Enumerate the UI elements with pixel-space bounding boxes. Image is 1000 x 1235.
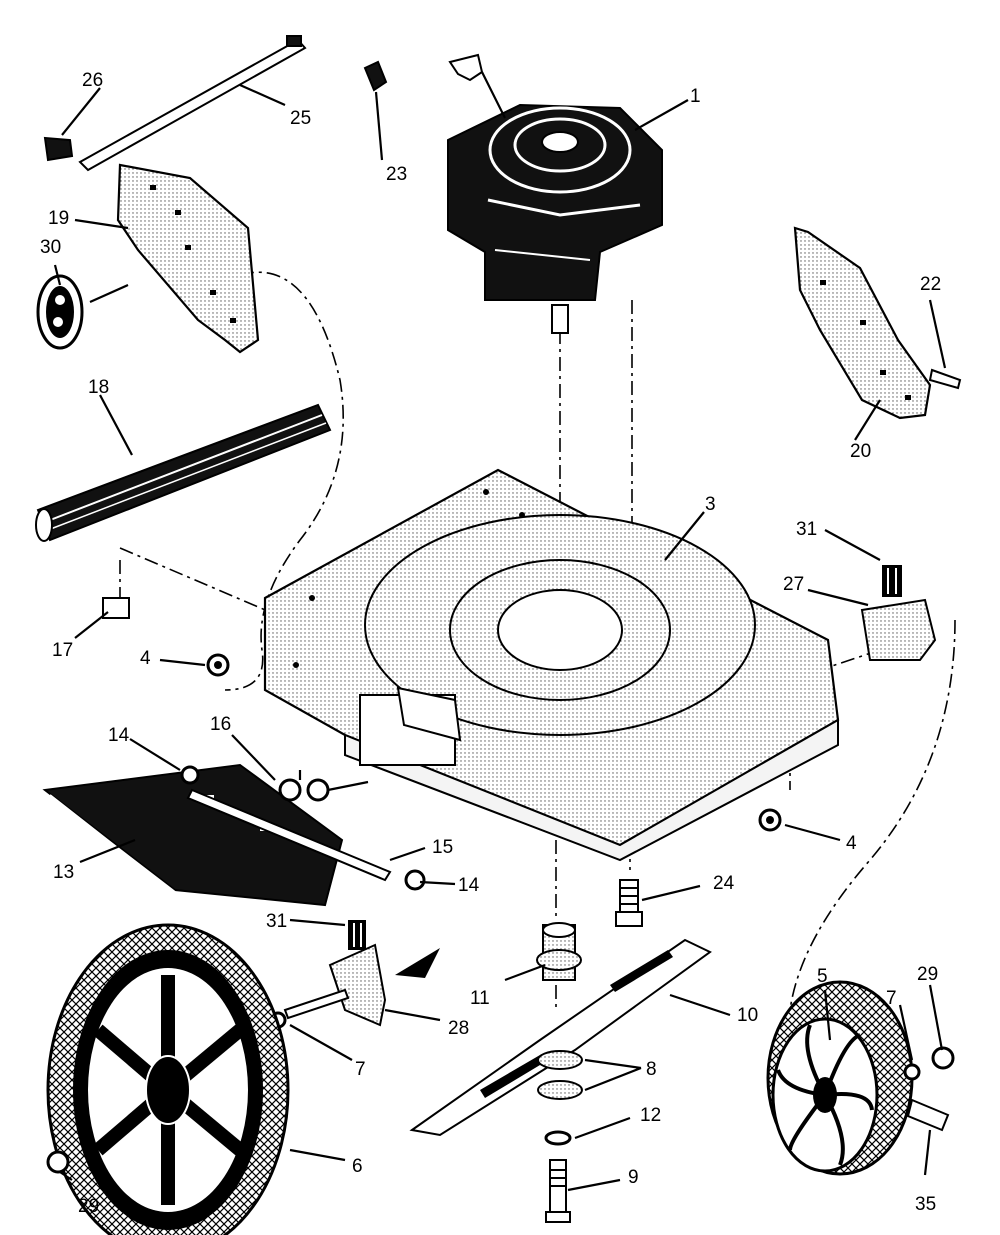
callout-24: 24 bbox=[713, 873, 735, 894]
handle-bar-part bbox=[43, 35, 307, 172]
wheel-washer-7-right-part bbox=[903, 1063, 921, 1081]
callout-4-right: 4 bbox=[846, 833, 857, 854]
roller-clip-part bbox=[102, 597, 130, 619]
callout-7-left: 7 bbox=[355, 1059, 366, 1080]
throttle-control-part bbox=[363, 53, 506, 119]
rear-roller-part bbox=[35, 403, 332, 542]
callout-30: 30 bbox=[40, 237, 61, 258]
blade-bolt-part bbox=[545, 1159, 571, 1223]
callout-7-right: 7 bbox=[886, 988, 897, 1009]
callout-15: 15 bbox=[432, 837, 453, 858]
callout-31-left: 31 bbox=[266, 911, 287, 932]
engine-part bbox=[447, 103, 663, 334]
large-wheel-part bbox=[46, 923, 290, 1235]
callout-29-left: 29 bbox=[78, 1196, 99, 1217]
hubcap-35-part bbox=[906, 1098, 950, 1132]
callout-3: 3 bbox=[705, 494, 716, 515]
callout-19: 19 bbox=[48, 208, 69, 229]
callout-16: 16 bbox=[210, 714, 231, 735]
callout-9: 9 bbox=[628, 1167, 639, 1188]
callout-27: 27 bbox=[783, 574, 804, 595]
callout-11: 11 bbox=[470, 988, 490, 1009]
height-adjuster-part bbox=[36, 274, 84, 350]
callout-23: 23 bbox=[386, 164, 407, 185]
mower-deck-part bbox=[263, 468, 840, 862]
callout-labels: 1 3 4 4 5 6 7 7 8 9 10 11 12 13 14 14 15… bbox=[40, 70, 941, 1217]
callout-8: 8 bbox=[646, 1059, 657, 1080]
nut-4-right-part bbox=[758, 808, 782, 832]
callout-14-lower: 14 bbox=[458, 875, 480, 896]
callout-35: 35 bbox=[915, 1194, 936, 1215]
leader-lines bbox=[53, 83, 947, 1192]
front-height-adjuster-part bbox=[283, 920, 440, 1027]
callout-4-left: 4 bbox=[140, 648, 151, 669]
wheel-nut-29-left-part bbox=[46, 1150, 70, 1174]
callout-31-right: 31 bbox=[796, 519, 817, 540]
hinge-rod-part bbox=[186, 788, 392, 882]
callout-1: 1 bbox=[690, 86, 701, 107]
callout-13: 13 bbox=[53, 862, 74, 883]
blade-adapter-part bbox=[536, 922, 582, 981]
blade-part bbox=[409, 938, 712, 1137]
callout-22: 22 bbox=[920, 274, 941, 295]
washer-12-part bbox=[544, 1130, 572, 1146]
small-wheel-part bbox=[766, 980, 914, 1176]
torsion-spring-part bbox=[278, 770, 369, 802]
callout-14-upper: 14 bbox=[108, 725, 130, 746]
wheel-nut-29-right-part bbox=[931, 1046, 955, 1070]
washer-8-upper-part bbox=[537, 1050, 583, 1070]
rod-cap-left-part bbox=[180, 765, 200, 785]
bolt-24-part bbox=[615, 879, 643, 927]
nut-4-left-part bbox=[206, 653, 230, 677]
callout-12: 12 bbox=[640, 1105, 661, 1126]
right-side-plate-part bbox=[793, 226, 962, 420]
right-height-adjuster-part bbox=[860, 565, 937, 661]
rod-cap-right-part bbox=[404, 869, 426, 891]
callout-25: 25 bbox=[290, 108, 311, 129]
callout-5: 5 bbox=[817, 966, 828, 987]
callout-20: 20 bbox=[850, 441, 871, 462]
left-side-plate-part bbox=[116, 163, 260, 354]
callout-26: 26 bbox=[82, 70, 103, 91]
callout-28: 28 bbox=[448, 1018, 469, 1039]
callout-18: 18 bbox=[88, 377, 109, 398]
callout-29-right: 29 bbox=[917, 964, 938, 985]
callout-10: 10 bbox=[737, 1005, 758, 1026]
callout-17: 17 bbox=[52, 640, 73, 661]
washer-8-lower-part bbox=[537, 1080, 583, 1100]
callout-6: 6 bbox=[352, 1156, 363, 1177]
